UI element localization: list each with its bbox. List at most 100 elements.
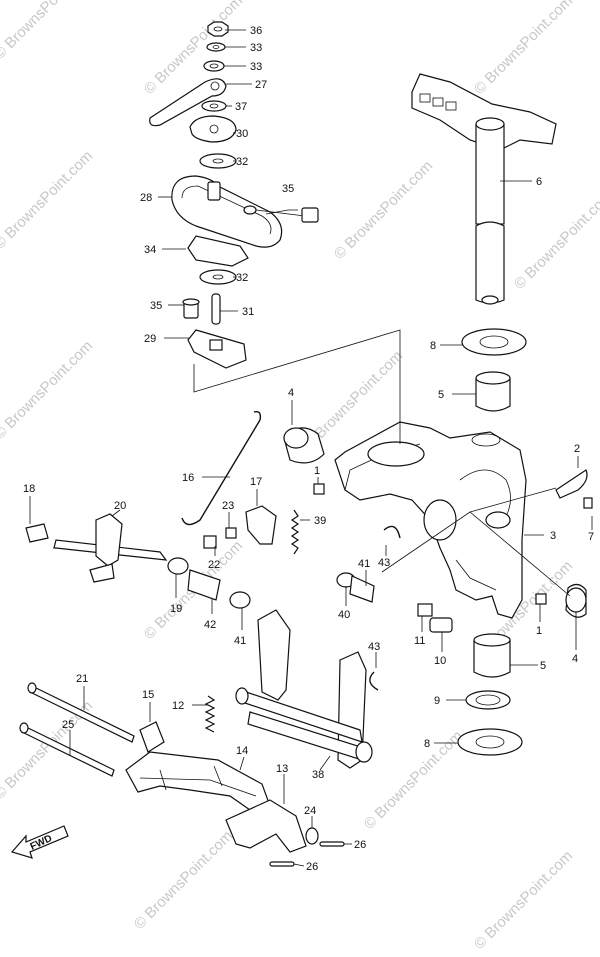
bracket-28: [171, 175, 283, 248]
callout-19: 19: [170, 603, 182, 615]
bolt-25: [19, 722, 115, 777]
bracket-13: [225, 799, 307, 853]
watermark-text: © BrownsPoint.com: [131, 828, 236, 933]
screw-23: [225, 527, 237, 539]
callout-27: 27: [255, 79, 267, 91]
knob-18: [25, 523, 49, 543]
bushing-4a: [283, 427, 325, 464]
callout-4: 4: [572, 653, 578, 665]
callout-13: 13: [276, 763, 288, 775]
watermark-text: © BrownsPoint.com: [0, 148, 96, 253]
bolt-35b: [182, 298, 200, 319]
callout-7: 7: [588, 531, 594, 543]
pin-31: [211, 293, 221, 325]
callout-14: 14: [236, 745, 248, 757]
callout-6: 6: [536, 176, 542, 188]
plate-30: [189, 115, 237, 143]
callout-33: 33: [250, 61, 262, 73]
callout-1: 1: [536, 625, 542, 637]
washer-8a: [461, 328, 527, 356]
bushing-5a: [475, 371, 511, 412]
steering-arm-6: [411, 73, 557, 305]
callout-34: 34: [144, 244, 156, 256]
callout-17: 17: [250, 476, 262, 488]
callout-32: 32: [236, 156, 248, 168]
callout-11: 11: [414, 635, 425, 647]
watermark-text: © BrownsPoint.com: [0, 0, 96, 63]
callout-30: 30: [236, 128, 248, 140]
clip-43a: [383, 525, 401, 539]
callout-25: 25: [62, 719, 74, 731]
washer-32b: [199, 269, 237, 285]
callout-28: 28: [140, 192, 152, 204]
bracket-17: [245, 505, 277, 545]
watermark-text: © BrownsPoint.com: [0, 338, 96, 443]
bushing-41a: [229, 591, 251, 609]
spring-12: [204, 695, 216, 733]
callout-33: 33: [250, 42, 262, 54]
callout-20: 20: [114, 500, 126, 512]
washer-37: [201, 100, 227, 112]
callout-38: 38: [312, 769, 324, 781]
callout-43: 43: [368, 641, 380, 653]
bushing-42: [187, 569, 221, 601]
lever-20: [53, 513, 168, 583]
lever-27: [149, 78, 227, 127]
plate-29: [187, 329, 247, 369]
callout-31: 31: [242, 306, 254, 318]
grease-fitting-1a: [313, 483, 325, 495]
callout-37: 37: [235, 101, 247, 113]
screw-22: [203, 535, 217, 549]
screw-7: [583, 497, 593, 509]
callout-42: 42: [204, 619, 216, 631]
bushing-4b: [565, 583, 587, 618]
spring-39: [290, 509, 300, 555]
callout-8: 8: [430, 340, 436, 352]
callout-5: 5: [540, 660, 546, 672]
callout-40: 40: [338, 609, 350, 621]
bushing-5b: [473, 633, 511, 678]
tilt-lock-38: [235, 609, 373, 769]
callout-39: 39: [314, 515, 326, 527]
callout-43: 43: [378, 557, 390, 569]
callout-21: 21: [76, 673, 88, 685]
callout-15: 15: [142, 689, 154, 701]
rod-16: [181, 410, 262, 526]
nut-36: [207, 21, 229, 37]
washer-24: [305, 827, 319, 845]
washer-33a: [206, 42, 226, 52]
washer-33b: [203, 60, 225, 72]
callout-36: 36: [250, 25, 262, 37]
callout-29: 29: [144, 333, 156, 345]
callout-26: 26: [306, 861, 318, 873]
bracket-15: [139, 721, 165, 753]
callout-9: 9: [434, 695, 440, 707]
watermark-text: © BrownsPoint.com: [471, 0, 576, 98]
watermark-text: © BrownsPoint.com: [511, 188, 600, 293]
callout-32: 32: [236, 272, 248, 284]
callout-41: 41: [234, 635, 246, 647]
fwd-label: FWD: [29, 833, 54, 853]
callout-3: 3: [550, 530, 556, 542]
collar-19: [167, 557, 189, 575]
callout-12: 12: [172, 700, 184, 712]
callout-18: 18: [23, 483, 35, 495]
swivel-bracket-3: [334, 421, 527, 619]
fwd-arrow-icon: FWD: [10, 825, 69, 859]
washer-32a: [199, 153, 237, 169]
callout-10: 10: [434, 655, 446, 667]
callout-41: 41: [358, 558, 370, 570]
bushing-10: [429, 617, 453, 633]
callout-2: 2: [574, 443, 580, 455]
clip-2: [555, 469, 588, 499]
watermark-text: © BrownsPoint.com: [471, 848, 576, 953]
washer-9: [465, 690, 511, 710]
callout-16: 16: [182, 472, 194, 484]
pin-26a: [319, 841, 345, 847]
callout-8: 8: [424, 738, 430, 750]
callout-35: 35: [150, 300, 162, 312]
callout-labels: 36 33 33 27 37 30 32 28 35 34 32 35 31 2…: [23, 25, 594, 873]
washer-8b: [457, 728, 523, 756]
